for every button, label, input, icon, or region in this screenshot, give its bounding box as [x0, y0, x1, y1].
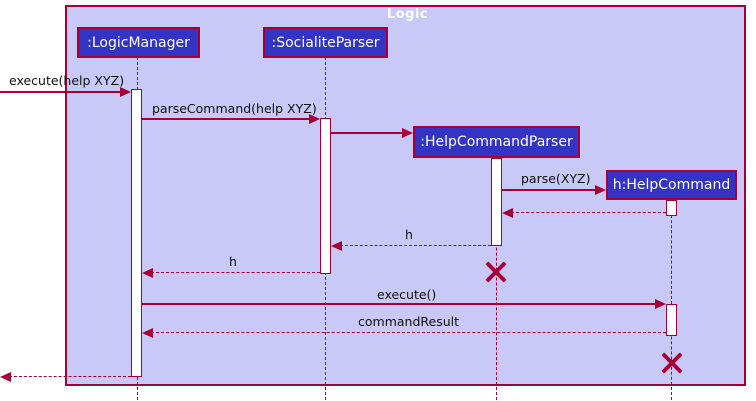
message-return-h2-label: h	[229, 254, 237, 269]
participant-logic-manager-label: :LogicManager	[87, 34, 190, 51]
message-execute-label: execute()	[377, 287, 437, 302]
lifeline-help-command	[671, 200, 672, 400]
activation-help-command-1	[666, 200, 677, 216]
message-return-h1-line	[340, 245, 491, 246]
participant-socialite-parser-label: :SocialiteParser	[271, 34, 380, 51]
message-final-return-line	[9, 376, 131, 377]
message-command-result-label: commandResult	[358, 314, 460, 329]
message-execute-help-label: execute(help XYZ)	[9, 73, 125, 88]
participant-help-command-parser-label: :HelpCommandParser	[420, 134, 573, 150]
message-create-parser-line	[331, 132, 407, 134]
activation-socialite-parser	[320, 118, 331, 274]
participant-socialite-parser: :SocialiteParser	[263, 27, 388, 58]
arrowhead-icon	[655, 299, 666, 309]
activation-help-command-parser	[491, 158, 502, 246]
message-parse-command-line	[142, 118, 314, 120]
message-command-result-line	[151, 332, 666, 333]
frame-title: Logic	[386, 7, 429, 22]
arrowhead-icon	[309, 114, 320, 124]
arrowhead-icon	[142, 268, 153, 278]
destroy-x-icon	[660, 351, 684, 375]
message-return-h2-line	[151, 272, 320, 273]
arrowhead-icon	[502, 208, 513, 218]
arrowhead-icon	[142, 328, 153, 338]
destroy-x-icon	[484, 260, 508, 284]
participant-help-command-parser: :HelpCommandParser	[413, 126, 580, 158]
arrowhead-icon	[331, 241, 342, 251]
message-parse-xyz-line	[502, 189, 600, 191]
participant-help-command: h:HelpCommand	[606, 170, 737, 200]
participant-logic-manager: :LogicManager	[77, 27, 200, 58]
message-parse-command-label: parseCommand(help XYZ)	[152, 101, 317, 116]
message-parse-xyz-label: parse(XYZ)	[521, 171, 591, 186]
arrowhead-icon	[0, 372, 11, 382]
message-return-parser-line	[511, 212, 666, 213]
arrowhead-icon	[595, 185, 606, 195]
arrowhead-icon	[402, 128, 413, 138]
activation-logic-manager	[131, 89, 142, 377]
activation-help-command-2	[666, 304, 677, 336]
message-return-h1-label: h	[405, 227, 413, 242]
participant-help-command-label: h:HelpCommand	[612, 177, 731, 193]
message-execute-line	[142, 303, 660, 305]
message-execute-help-line	[0, 91, 125, 93]
arrowhead-icon	[120, 87, 131, 97]
